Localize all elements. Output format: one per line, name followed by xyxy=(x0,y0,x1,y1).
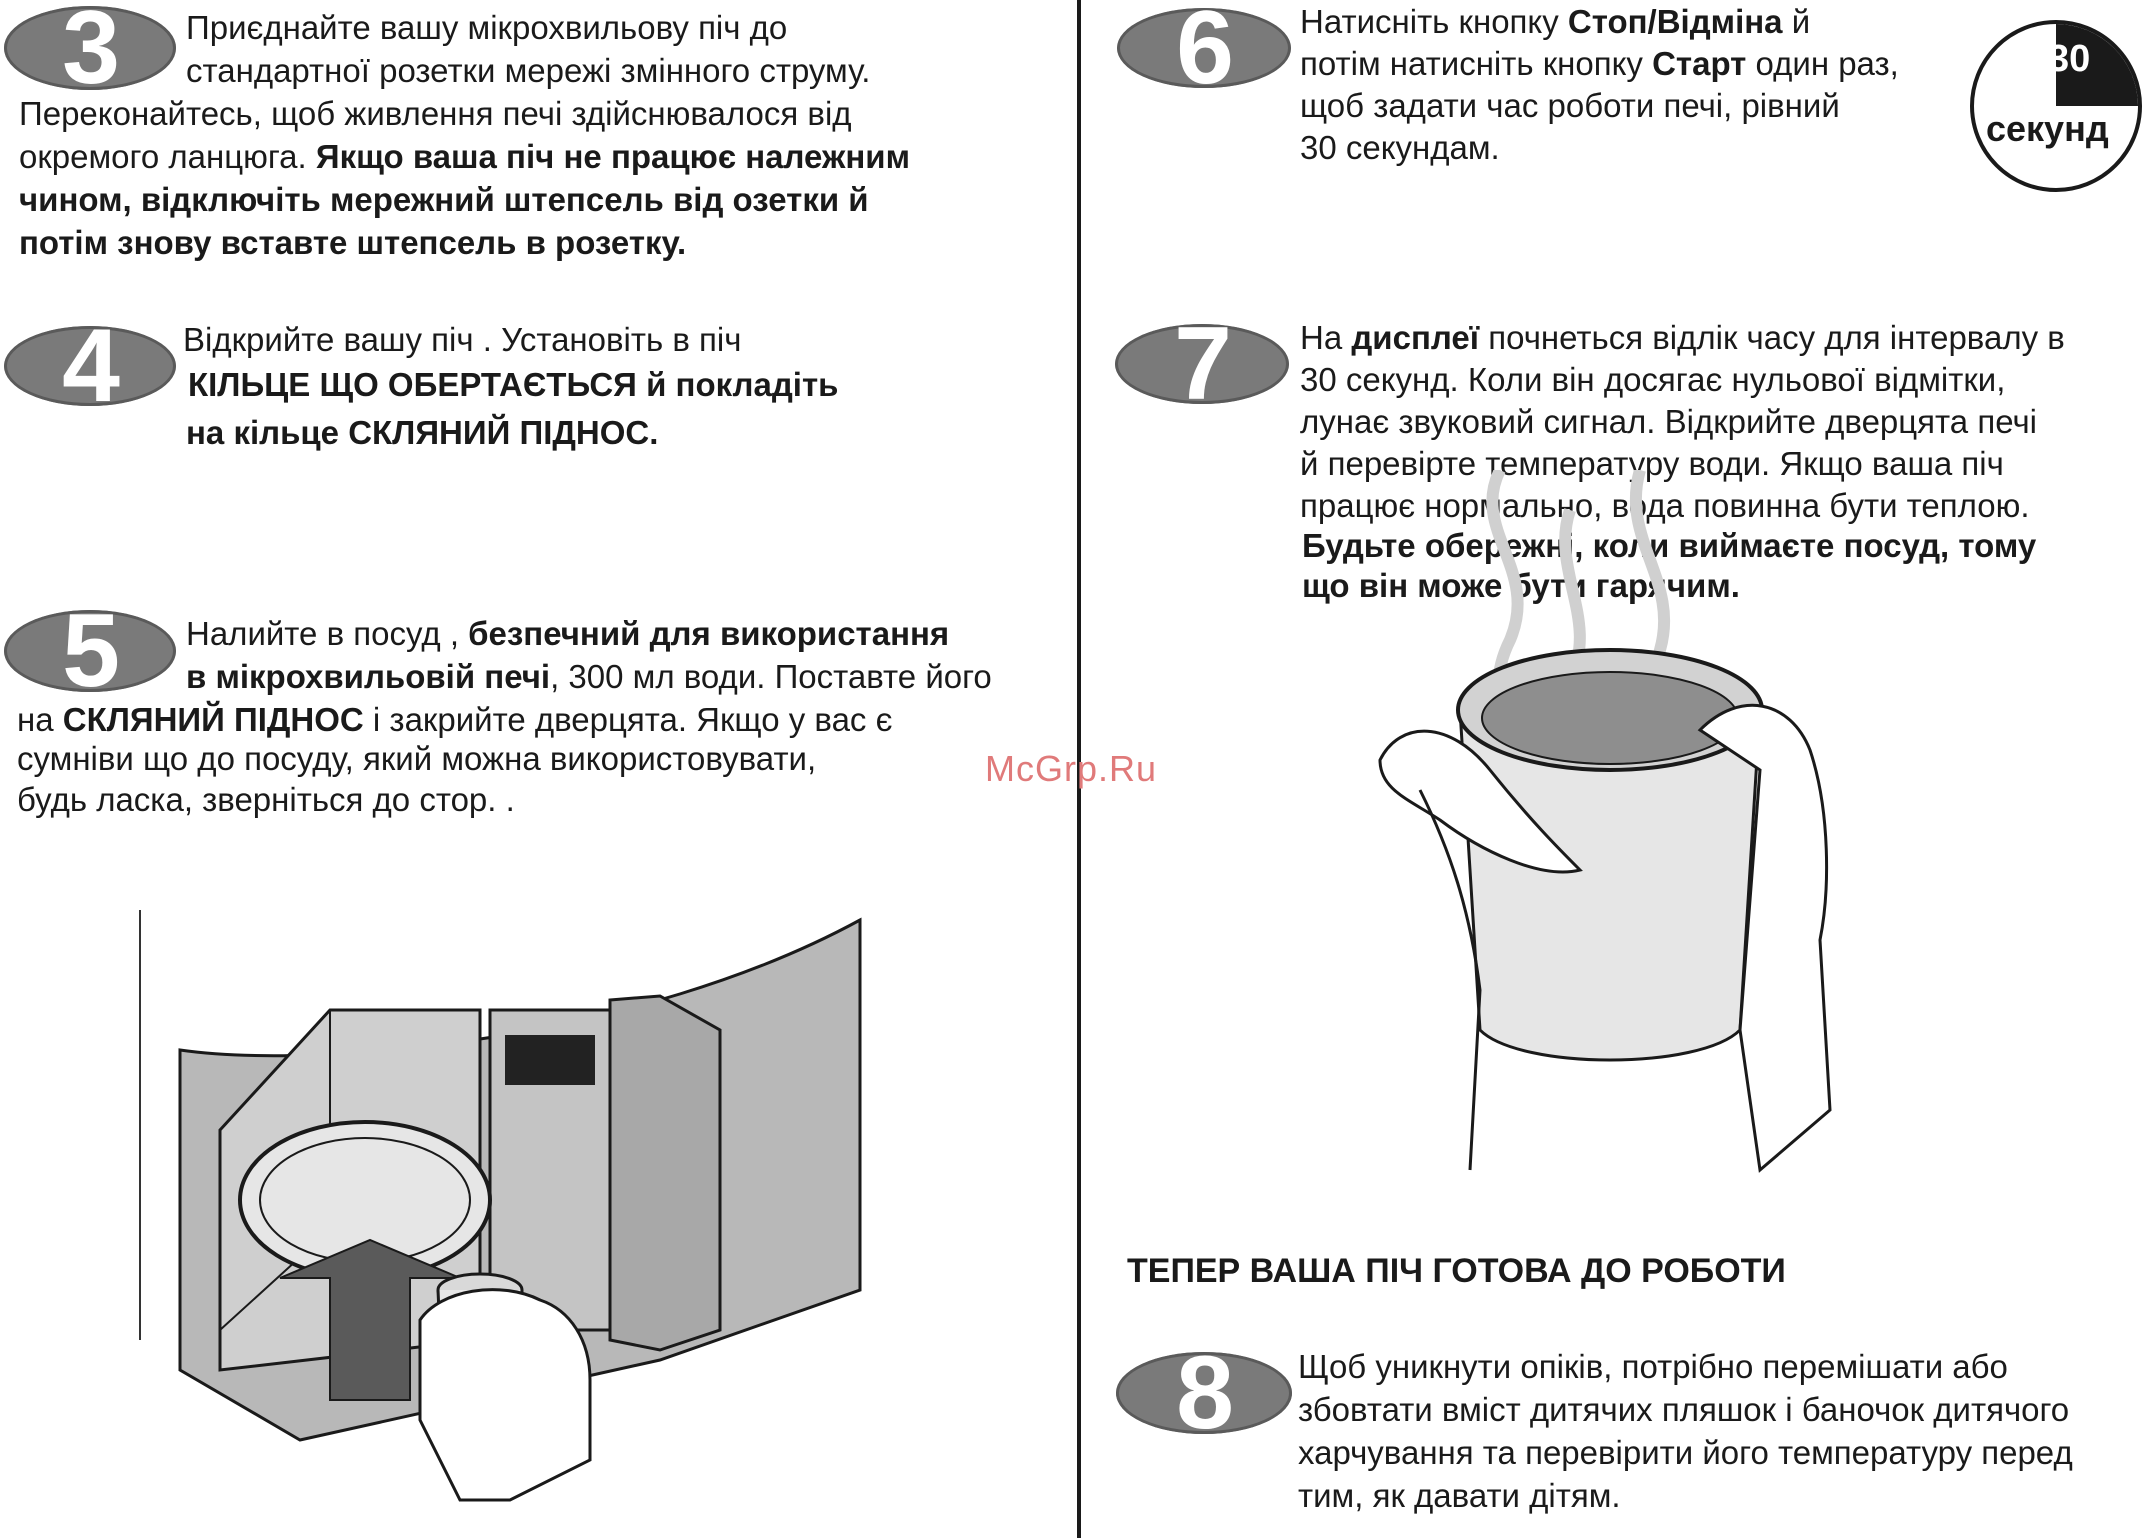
step-4-line-3-text: на кільце xyxy=(186,414,349,451)
step-6-line-1-tail: й xyxy=(1782,3,1811,40)
step-6-line-1: Натисніть кнопку Стоп/Відміна й xyxy=(1300,0,1810,43)
step-8-line-4: тим, як давати дітям. xyxy=(1298,1477,1621,1514)
step-3-number: 3 xyxy=(62,0,120,106)
step-7-line-3: лунає звуковий сигнал. Відкрийте дверцят… xyxy=(1300,403,2037,440)
step-5-line-2-text: , 300 мл води. Поставте його xyxy=(550,658,992,695)
step-6-badge: 6 xyxy=(1117,0,1291,100)
step-4-line-1: Відкрийте вашу піч . Установіть в піч xyxy=(183,321,742,358)
step-3-badge: 3 xyxy=(4,0,176,100)
step-7-line-2: 30 секунд. Коли він досягає нульової від… xyxy=(1300,361,2006,398)
step-3-line-4: окремого ланцюга. Якщо ваша піч не працю… xyxy=(19,135,910,178)
step-5-line-3: на СКЛЯНИЙ ПІДНОС і закрийте дверцята. Я… xyxy=(17,698,892,741)
step-5-line-5: будь ласка, зверніться до стор. . xyxy=(17,781,515,818)
watermark: McGrp.Ru xyxy=(985,748,1158,789)
step-3-warning-line-3: потім знову вставте штепсель в розетку. xyxy=(19,224,687,261)
step-5-line-3-prefix: на xyxy=(17,701,63,738)
step-8-line-2: збовтати вміст дитячих пляшок і баночок … xyxy=(1298,1391,2070,1428)
rotating-ring-label: КІЛЬЦЕ ЩО ОБЕРТАЄТЬСЯ xyxy=(188,366,637,403)
step-4-number: 4 xyxy=(62,308,120,424)
step-5-line-1: Налийте в посуд , безпечний для використ… xyxy=(186,612,949,655)
step-5-glass-tray-label: СКЛЯНИЙ ПІДНОС xyxy=(62,701,364,738)
step-5-line-2: в мікрохвильовій печі, 300 мл води. Пост… xyxy=(186,655,992,698)
step-4-line-3: на кільце СКЛЯНИЙ ПІДНОС. xyxy=(186,411,658,454)
step-4-line-2: КІЛЬЦЕ ЩО ОБЕРТАЄТЬСЯ й покладіть xyxy=(188,363,838,406)
start-button-label: Старт xyxy=(1652,45,1747,82)
step-7-line-1-prefix: На xyxy=(1300,319,1352,356)
stop-cancel-button-label: Стоп/Відміна xyxy=(1567,3,1783,40)
timer-icon xyxy=(1970,20,2142,192)
step-8-line-3: харчування та перевірити його температур… xyxy=(1298,1434,2073,1471)
ready-heading: ТЕПЕР ВАША ПІЧ ГОТОВА ДО РОБОТИ xyxy=(1127,1252,1786,1290)
step-6-line-4: 30 секундам. xyxy=(1300,129,1500,166)
step-7-number: 7 xyxy=(1174,306,1232,422)
step-3-warning-start: Якщо ваша піч не працює належним xyxy=(315,138,911,175)
step-3-line-1: Приєднайте вашу мікрохвильову піч до xyxy=(186,9,788,46)
step-7-line-1: На дисплеї почнеться відлік часу для інт… xyxy=(1300,316,2065,359)
step-6-line-1-text: Натисніть кнопку xyxy=(1300,3,1568,40)
step-7-line-4: й перевірте температуру води. Якщо ваша … xyxy=(1300,445,2004,482)
step-8-line-1: Щоб уникнути опіків, потрібно перемішати… xyxy=(1298,1348,2008,1385)
microwave-illustration xyxy=(139,900,862,1502)
glass-tray-label: СКЛЯНИЙ ПІДНОС. xyxy=(348,414,659,451)
step-6-line-2: потім натисніть кнопку Старт один раз, xyxy=(1300,42,1899,85)
step-7-line-1-text: почнеться відлік часу для інтервалу в xyxy=(1479,319,2065,356)
step-3-line-2: стандартної розетки мережі змінного стру… xyxy=(186,52,871,89)
step-5-microwave-label: в мікрохвильовій печі xyxy=(186,658,551,695)
step-5-safe-label: безпечний для використання xyxy=(468,615,950,652)
step-5-line-3-text: і закрийте дверцята. Якщо у вас є xyxy=(363,701,893,738)
step-6-line-2-text: потім натисніть кнопку xyxy=(1300,45,1653,82)
timer-sector xyxy=(2056,24,2138,106)
step-6-number: 6 xyxy=(1176,0,1234,106)
step-4-badge: 4 xyxy=(4,314,176,418)
timer-value: 30 xyxy=(2048,38,2091,80)
step-7-line-5: працює нормально, вода повинна бути тепл… xyxy=(1300,487,2030,524)
step-8-badge: 8 xyxy=(1116,1341,1292,1445)
step-5-badge: 5 xyxy=(4,599,176,703)
step-7-warning-line-1: Будьте обережні, коли виймаєте посуд, то… xyxy=(1302,527,2037,564)
step-3-line-3: Переконайтесь, щоб живлення печі здійсню… xyxy=(19,95,852,132)
step-3-line-4-text: окремого ланцюга. xyxy=(19,138,316,175)
step-5-line-4: сумніви що до посуду, який можна викорис… xyxy=(17,740,817,777)
timer-unit: секунд xyxy=(1986,108,2109,149)
step-7-badge: 7 xyxy=(1115,312,1289,416)
step-8-number: 8 xyxy=(1176,1335,1234,1451)
step-6-line-2-tail: один раз, xyxy=(1746,45,1899,82)
hot-cup-illustration xyxy=(1378,470,1832,1173)
step-6-line-3: щоб задати час роботи печі, рівний xyxy=(1300,87,1840,124)
display-label: дисплеї xyxy=(1351,319,1480,356)
step-3-warning-line-2: чином, відключіть мережний штепсель від … xyxy=(19,181,869,218)
step-4-line-2-tail: й покладіть xyxy=(636,366,839,403)
column-divider xyxy=(1077,0,1081,1538)
step-5-number: 5 xyxy=(62,593,120,709)
step-5-line-1-text: Налийте в посуд , xyxy=(186,615,469,652)
